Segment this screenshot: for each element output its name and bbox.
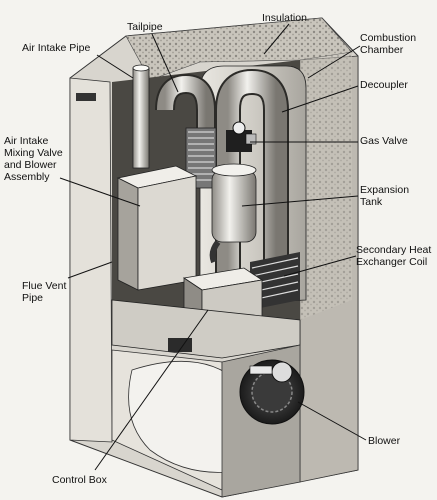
blower-wheel — [239, 359, 305, 425]
decoupler — [215, 68, 289, 300]
insulation — [125, 17, 353, 320]
label-secondary-heat-exchanger: Secondary Heat Exchanger Coil — [356, 244, 432, 268]
mixing-valve-box — [116, 165, 198, 291]
gas-valve — [226, 121, 257, 152]
label-expansion-tank: Expansion Tank — [360, 184, 410, 208]
label-gas-valve: Gas Valve — [360, 135, 408, 147]
label-flue-vent-pipe: Flue Vent Pipe — [22, 280, 67, 304]
brand-plate — [76, 93, 96, 101]
label-air-intake-pipe: Air Intake Pipe — [22, 42, 91, 54]
label-insulation: Insulation — [262, 12, 307, 24]
label-decoupler: Decoupler — [360, 79, 408, 91]
label-blower: Blower — [368, 435, 401, 447]
label-tailpipe: Tailpipe — [127, 21, 163, 33]
label-control-box: Control Box — [52, 474, 107, 486]
label-combustion-chamber: Combustion Chamber — [360, 32, 417, 56]
secondary-heat-exchanger-coil — [250, 252, 300, 310]
expansion-tank — [209, 163, 257, 264]
air-intake-pipe — [132, 64, 150, 169]
divider-shelf — [111, 299, 301, 359]
tailpipe — [155, 73, 216, 132]
leader-lines — [59, 23, 367, 471]
label-air-intake-mixing-valve: Air Intake Mixing Valve and Blower Assem… — [4, 135, 63, 183]
